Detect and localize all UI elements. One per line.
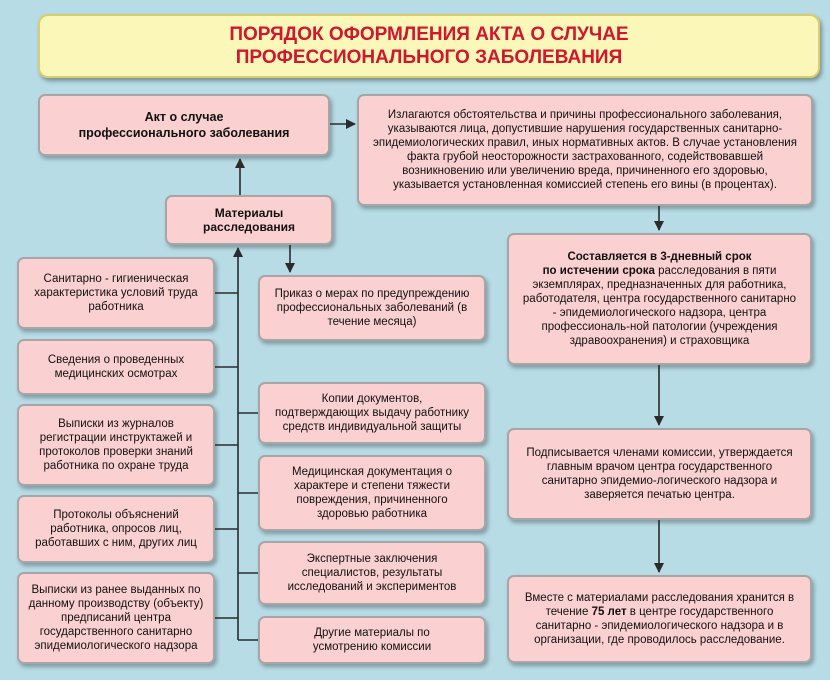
- title-line-1: ПОРЯДОК ОФОРМЛЕНИЯ АКТА О СЛУЧАЕ: [229, 24, 629, 45]
- act-description-text: Излагаются обстоятельства и причины проф…: [373, 109, 797, 191]
- diagram-title: ПОРЯДОК ОФОРМЛЕНИЯ АКТА О СЛУЧАЕ ПРОФЕСС…: [38, 14, 820, 78]
- act-line-2: профессионального заболевания: [78, 126, 290, 140]
- act-box: Акт о случае профессионального заболеван…: [38, 94, 330, 156]
- left-item-3: Выписки из журналов регистрации инструкт…: [17, 404, 215, 486]
- left-item-5: Выписки из ранее выданных по данному про…: [17, 572, 215, 664]
- middle-item-3: Медицинская документация о характере и с…: [258, 455, 486, 531]
- left-item-2: Сведения о проведенных медицинских осмот…: [17, 339, 215, 395]
- materials-box: Материалы расследования: [165, 195, 333, 245]
- materials-text: Материалы расследования: [203, 206, 295, 234]
- store-box: Вместе с материалами расследования храни…: [507, 575, 812, 663]
- act-description-box: Излагаются обстоятельства и причины проф…: [357, 94, 813, 206]
- left-item-1: Санитарно - гигиеническая характеристика…: [17, 257, 215, 329]
- sign-text: Подписывается членами комиссии, утвержда…: [526, 447, 793, 501]
- store-text: Вместе с материалами расследования храни…: [524, 592, 795, 646]
- middle-item-4: Экспертные заключения специалистов, резу…: [258, 541, 486, 605]
- middle-item-1: Приказ о мерах по предупреждению професс…: [258, 275, 486, 341]
- middle-item-2: Копии документов, подтверждающих выдачу …: [258, 382, 486, 444]
- middle-item-5: Другие материалы по усмотрению комиссии: [258, 616, 486, 664]
- left-item-4: Протоколы объяснений работника, опросов …: [17, 495, 215, 563]
- act-line-1: Акт о случае: [144, 110, 224, 124]
- title-line-2: ПРОФЕССИОНАЛЬНОГО ЗАБОЛЕВАНИЯ: [235, 47, 623, 68]
- sign-box: Подписывается членами комиссии, утвержда…: [507, 428, 812, 520]
